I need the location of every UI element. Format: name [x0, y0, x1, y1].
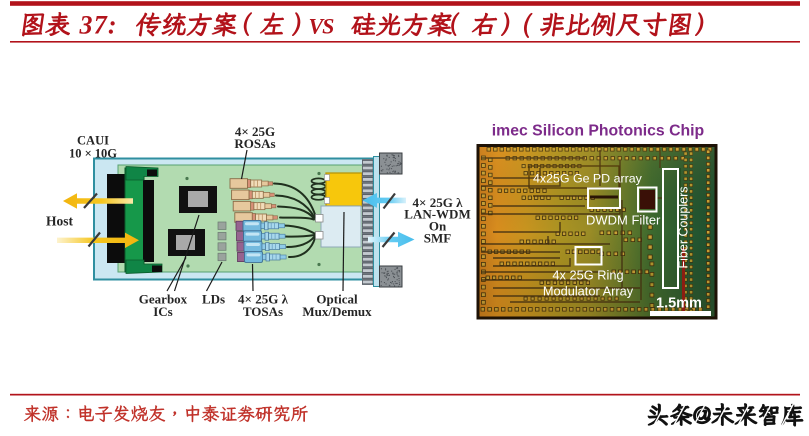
svg-text:DWDM Filter: DWDM Filter — [586, 213, 661, 228]
svg-text:LDs: LDs — [202, 292, 225, 307]
svg-text:LAN-WDM: LAN-WDM — [404, 207, 470, 222]
svg-text:SMF: SMF — [424, 231, 452, 246]
svg-text:VS: VS — [309, 14, 335, 39]
svg-text:On: On — [429, 219, 447, 234]
svg-text:Gearbox: Gearbox — [139, 292, 188, 307]
svg-text:CAUI: CAUI — [77, 134, 109, 148]
svg-text:imec Silicon Photonics Chip: imec Silicon Photonics Chip — [492, 123, 704, 140]
svg-text:4× 25G λ: 4× 25G λ — [238, 292, 289, 307]
svg-text:1.5mm: 1.5mm — [656, 296, 702, 312]
svg-text:Mux/Demux: Mux/Demux — [302, 304, 372, 319]
svg-text:4x25G Ge PD array: 4x25G Ge PD array — [533, 172, 643, 186]
svg-text:ICs: ICs — [153, 304, 173, 319]
svg-text:4× 25G: 4× 25G — [235, 124, 275, 139]
svg-text:ROSAs: ROSAs — [234, 136, 275, 151]
svg-text:Optical: Optical — [316, 292, 358, 307]
svg-text:10 × 10G: 10 × 10G — [69, 146, 117, 160]
svg-text:Modulator Array: Modulator Array — [543, 284, 634, 299]
svg-text:4× 25G λ: 4× 25G λ — [413, 195, 464, 210]
svg-text:Host: Host — [46, 214, 74, 229]
svg-text:37:: 37: — [79, 11, 118, 40]
svg-text:TOSAs: TOSAs — [243, 304, 283, 319]
svg-text:4x 25G Ring: 4x 25G Ring — [552, 268, 623, 283]
svg-text:Fiber Couplers: Fiber Couplers — [677, 187, 691, 269]
